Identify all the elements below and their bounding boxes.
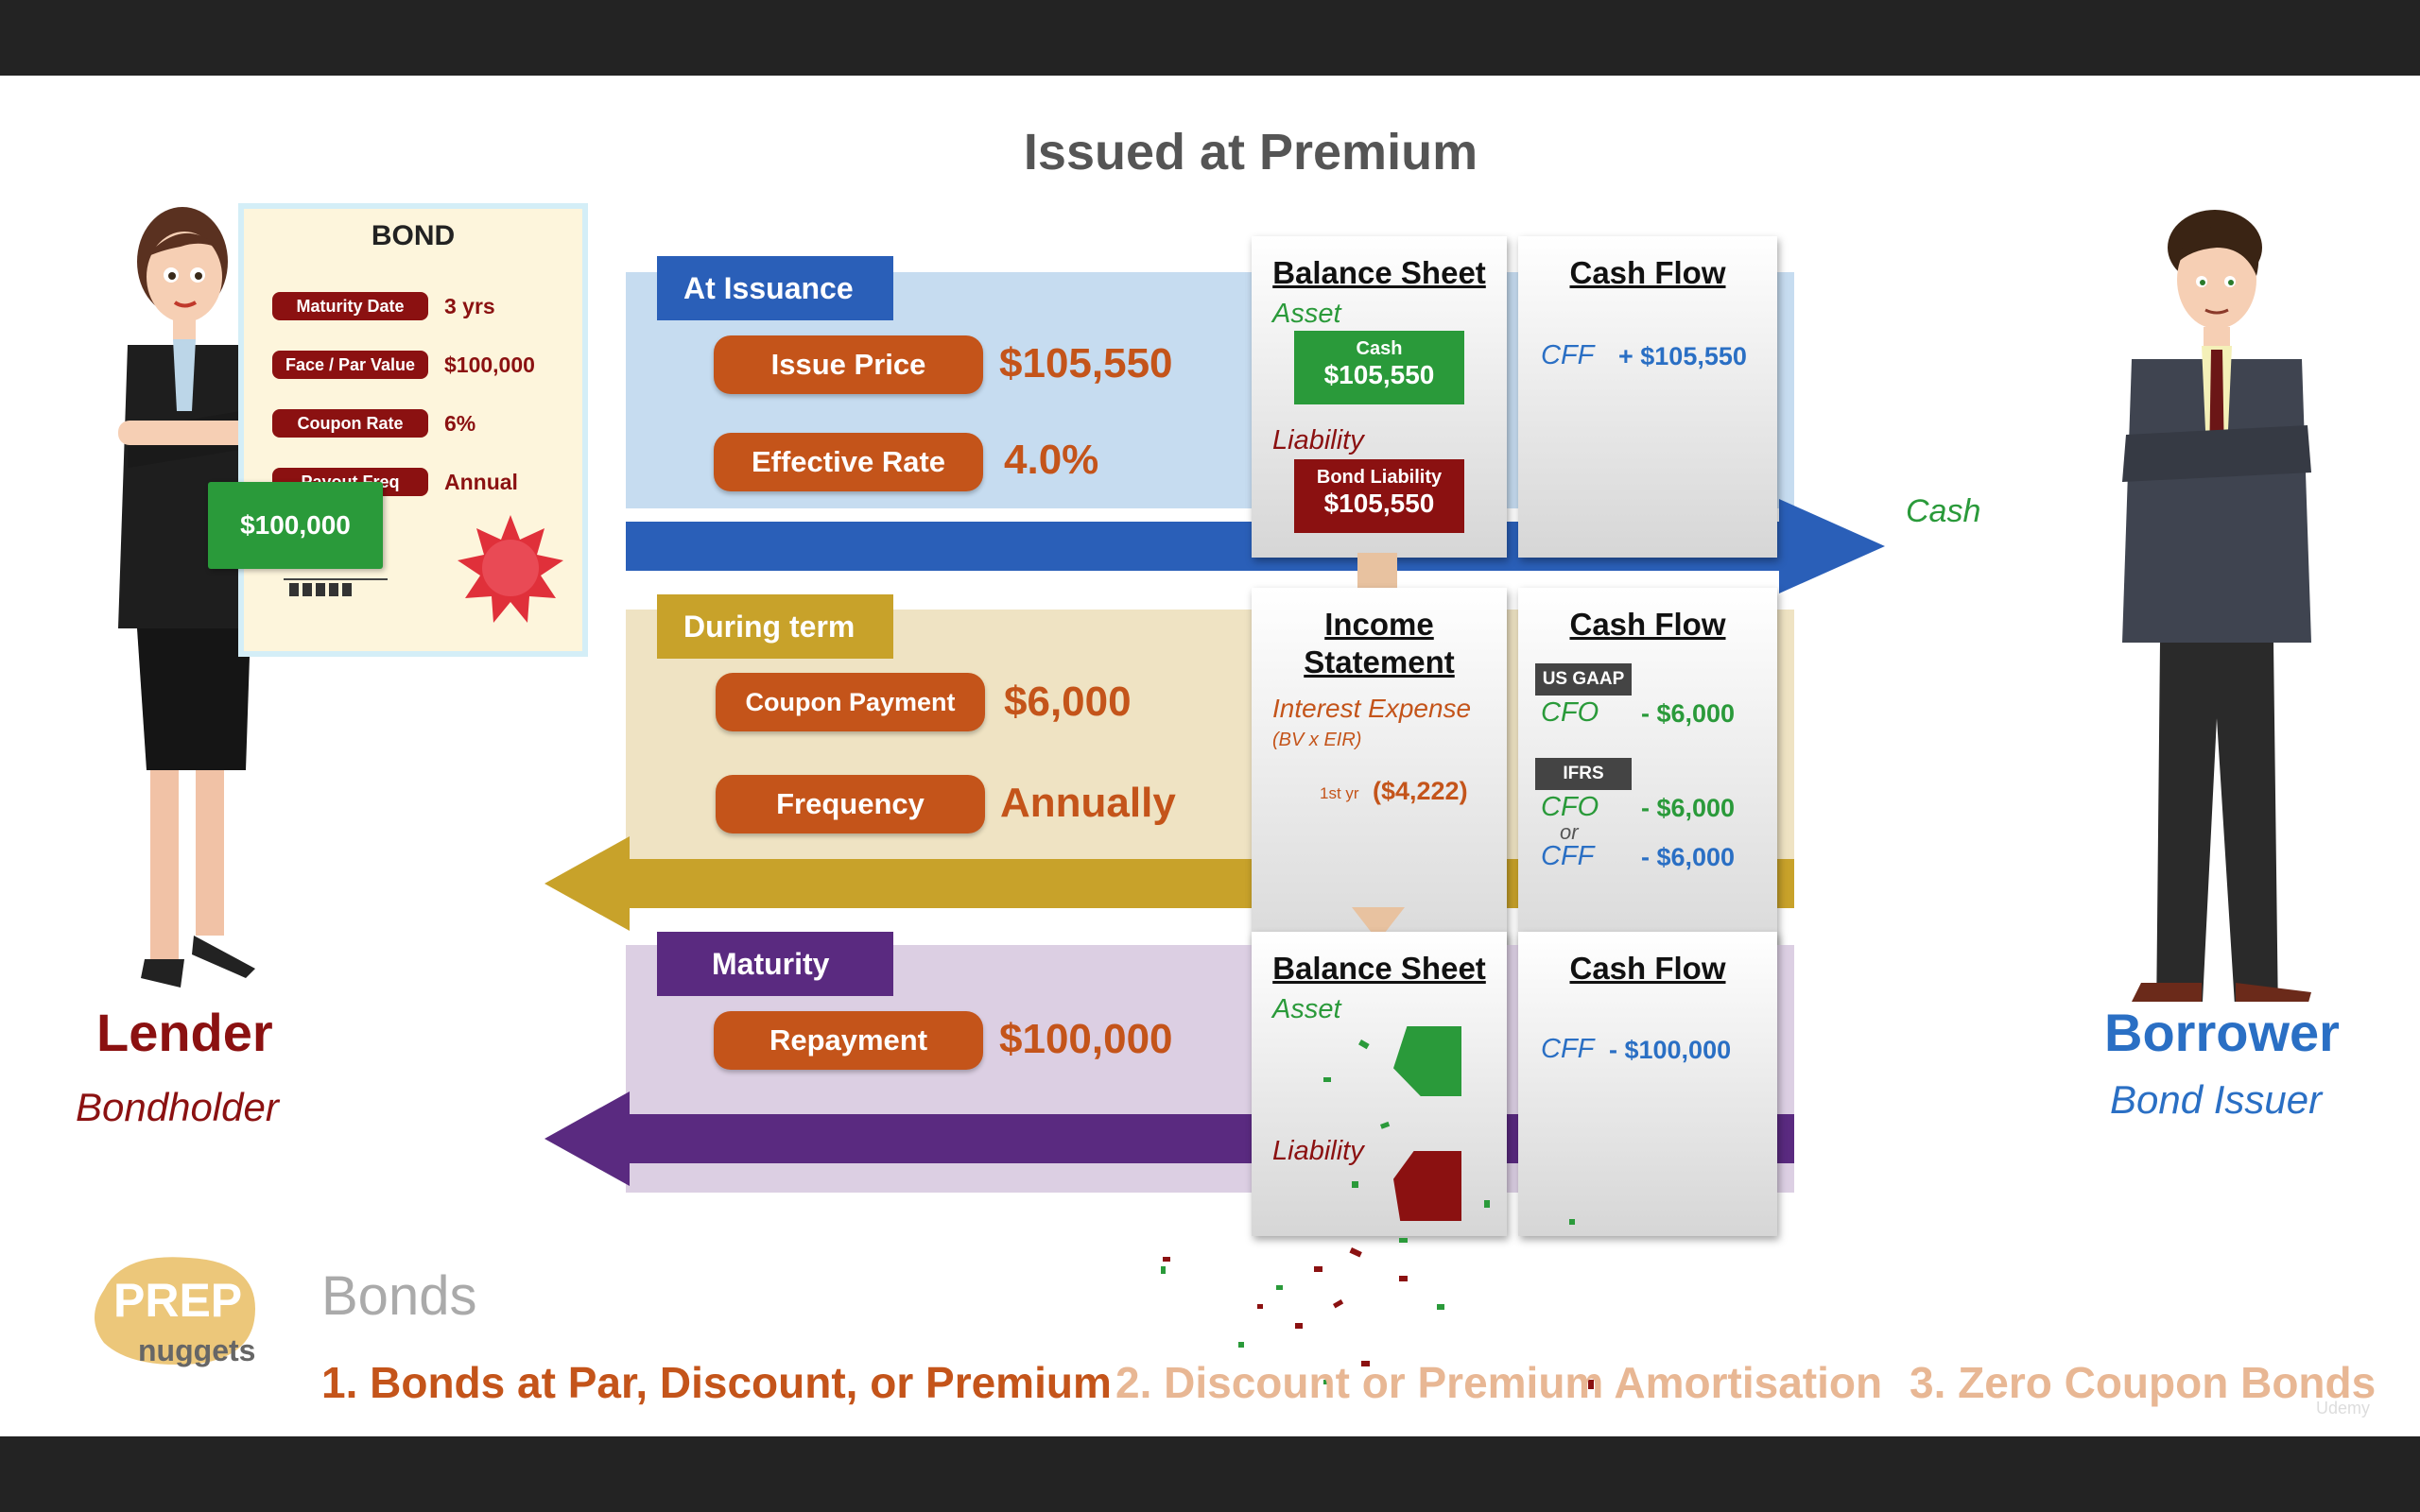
issuance-balance-sheet-panel: Balance Sheet Asset Cash $105,550 Liabil… — [1252, 236, 1507, 558]
logo-prep-text: PREP — [113, 1274, 243, 1327]
bottom-letterbox — [0, 1436, 2420, 1512]
term-cash-flow-panel: Cash Flow US GAAP CFO - $6,000 IFRS CFO … — [1518, 588, 1777, 985]
bond-label-face: Face / Par Value — [272, 351, 428, 379]
issue-price-value: $105,550 — [999, 340, 1173, 387]
maturity-asset-label: Asset — [1272, 994, 1341, 1024]
shredded-paper-particles — [1161, 1040, 1594, 1389]
issuance-bond-liability-value: $105,550 — [1323, 489, 1435, 518]
udemy-watermark: Udemy — [2316, 1399, 2371, 1418]
section-title: Bonds — [321, 1265, 477, 1327]
issuance-cash-box-value: $105,550 — [1323, 360, 1435, 389]
term-cash-flow-heading: Cash Flow — [1569, 607, 1726, 642]
income-statement-heading-1: Income — [1324, 607, 1434, 642]
issuance-asset-label: Asset — [1272, 299, 1341, 329]
frequency-value: Annually — [1000, 780, 1176, 826]
tab-maturity: Maturity — [657, 932, 893, 996]
bond-value-face: $100,000 — [444, 352, 535, 377]
connector-2 — [1352, 907, 1405, 941]
connector-1 — [1357, 553, 1397, 591]
gaap-cfo-value: - $6,000 — [1641, 699, 1736, 728]
issuance-cff-label: CFF — [1541, 340, 1595, 370]
interest-expense-note: (BV x EIR) — [1272, 730, 1362, 750]
cash-note: $100,000 — [208, 482, 383, 569]
nav-zero-coupon-bonds[interactable]: 3. Zero Coupon Bonds — [1910, 1358, 2377, 1407]
tab-during-term: During term — [657, 594, 893, 659]
prep-nuggets-logo: PREP nuggets — [85, 1252, 265, 1375]
maturity-cash-flow-panel: Cash Flow CFF - $100,000 — [1518, 932, 1777, 1236]
bond-value-coupon: 6% — [444, 411, 476, 436]
issuance-bond-liability-box: Bond Liability $105,550 — [1294, 459, 1464, 533]
income-statement-heading-2: Statement — [1304, 644, 1455, 679]
issuance-cash-flow-heading: Cash Flow — [1569, 255, 1726, 290]
bond-certificate: BOND Maturity Date 3 yrs Face / Par Valu… — [238, 203, 588, 657]
coupon-payment-pill: Coupon Payment — [716, 673, 985, 731]
ifrs-cff-value: - $6,000 — [1641, 843, 1736, 871]
borrower-subtitle: Bond Issuer — [2110, 1077, 2323, 1122]
frequency-pill: Frequency — [716, 775, 985, 833]
ifrs-cfo-value: - $6,000 — [1641, 794, 1736, 822]
interest-expense-value: ($4,222) — [1373, 777, 1468, 805]
issue-price-pill: Issue Price — [714, 335, 983, 394]
coupon-payment-value: $6,000 — [1004, 679, 1132, 725]
gaap-cfo-label: CFO — [1541, 697, 1599, 728]
issuance-cff-value: + $105,550 — [1618, 342, 1747, 370]
maturity-cff-label: CFF — [1541, 1034, 1595, 1064]
first-year-label: 1st yr — [1320, 784, 1359, 802]
maturity-liability-label: Liability — [1272, 1136, 1364, 1166]
seal-icon — [458, 515, 563, 623]
bond-value-payout: Annual — [444, 470, 518, 494]
or-text: or — [1560, 820, 1579, 844]
issuance-cash-box-label: Cash — [1356, 338, 1403, 359]
issuance-cash-flow-panel: Cash Flow CFF + $105,550 — [1518, 236, 1777, 558]
tab-at-issuance: At Issuance — [657, 256, 893, 320]
slide-title: Issued at Premium — [1023, 124, 1478, 180]
top-letterbox — [0, 0, 2420, 76]
slide: Issued at Premium BOND Maturity Date 3 y… — [0, 76, 2420, 1436]
maturity-cff-value: - $100,000 — [1609, 1036, 1732, 1064]
bond-label-maturity: Maturity Date — [272, 292, 428, 320]
bond-label-coupon: Coupon Rate — [272, 409, 428, 438]
ifrs-cff-label: CFF — [1541, 841, 1595, 871]
interest-expense-label: Interest Expense — [1272, 694, 1472, 723]
borrower-title: Borrower — [2104, 1003, 2340, 1062]
issuance-bond-liability-label: Bond Liability — [1316, 467, 1443, 488]
nugget-shape-icon — [95, 1257, 255, 1366]
maturity-cash-flow-heading: Cash Flow — [1569, 951, 1726, 986]
nav-bonds-at-par[interactable]: 1. Bonds at Par, Discount, or Premium — [321, 1358, 1112, 1407]
lender-subtitle: Bondholder — [76, 1085, 279, 1129]
us-gaap-badge: US GAAP — [1535, 663, 1632, 696]
barcode-icon — [284, 578, 388, 596]
repayment-value: $100,000 — [999, 1016, 1173, 1062]
issuance-balance-sheet-heading: Balance Sheet — [1272, 255, 1486, 290]
borrower-figure — [2122, 210, 2311, 1002]
issuance-liability-label: Liability — [1272, 425, 1364, 455]
maturity-balance-sheet-heading: Balance Sheet — [1272, 951, 1486, 986]
nav-discount-premium-amortisation[interactable]: 2. Discount or Premium Amortisation — [1115, 1358, 1883, 1407]
ifrs-badge: IFRS — [1535, 758, 1632, 790]
effective-rate-pill: Effective Rate — [714, 433, 983, 491]
maturity-balance-sheet-panel: Balance Sheet Asset Liability — [1252, 932, 1507, 1236]
repayment-pill: Repayment — [714, 1011, 983, 1070]
ifrs-cfo-label: CFO — [1541, 792, 1599, 822]
bond-value-maturity: 3 yrs — [444, 294, 495, 318]
effective-rate-value: 4.0% — [1004, 437, 1099, 483]
lender-title: Lender — [96, 1003, 273, 1062]
logo-nuggets-text: nuggets — [138, 1333, 256, 1367]
bond-title: BOND — [371, 220, 456, 251]
cash-arrow-label: Cash — [1906, 493, 1981, 529]
issuance-cash-box: Cash $105,550 — [1294, 331, 1464, 404]
